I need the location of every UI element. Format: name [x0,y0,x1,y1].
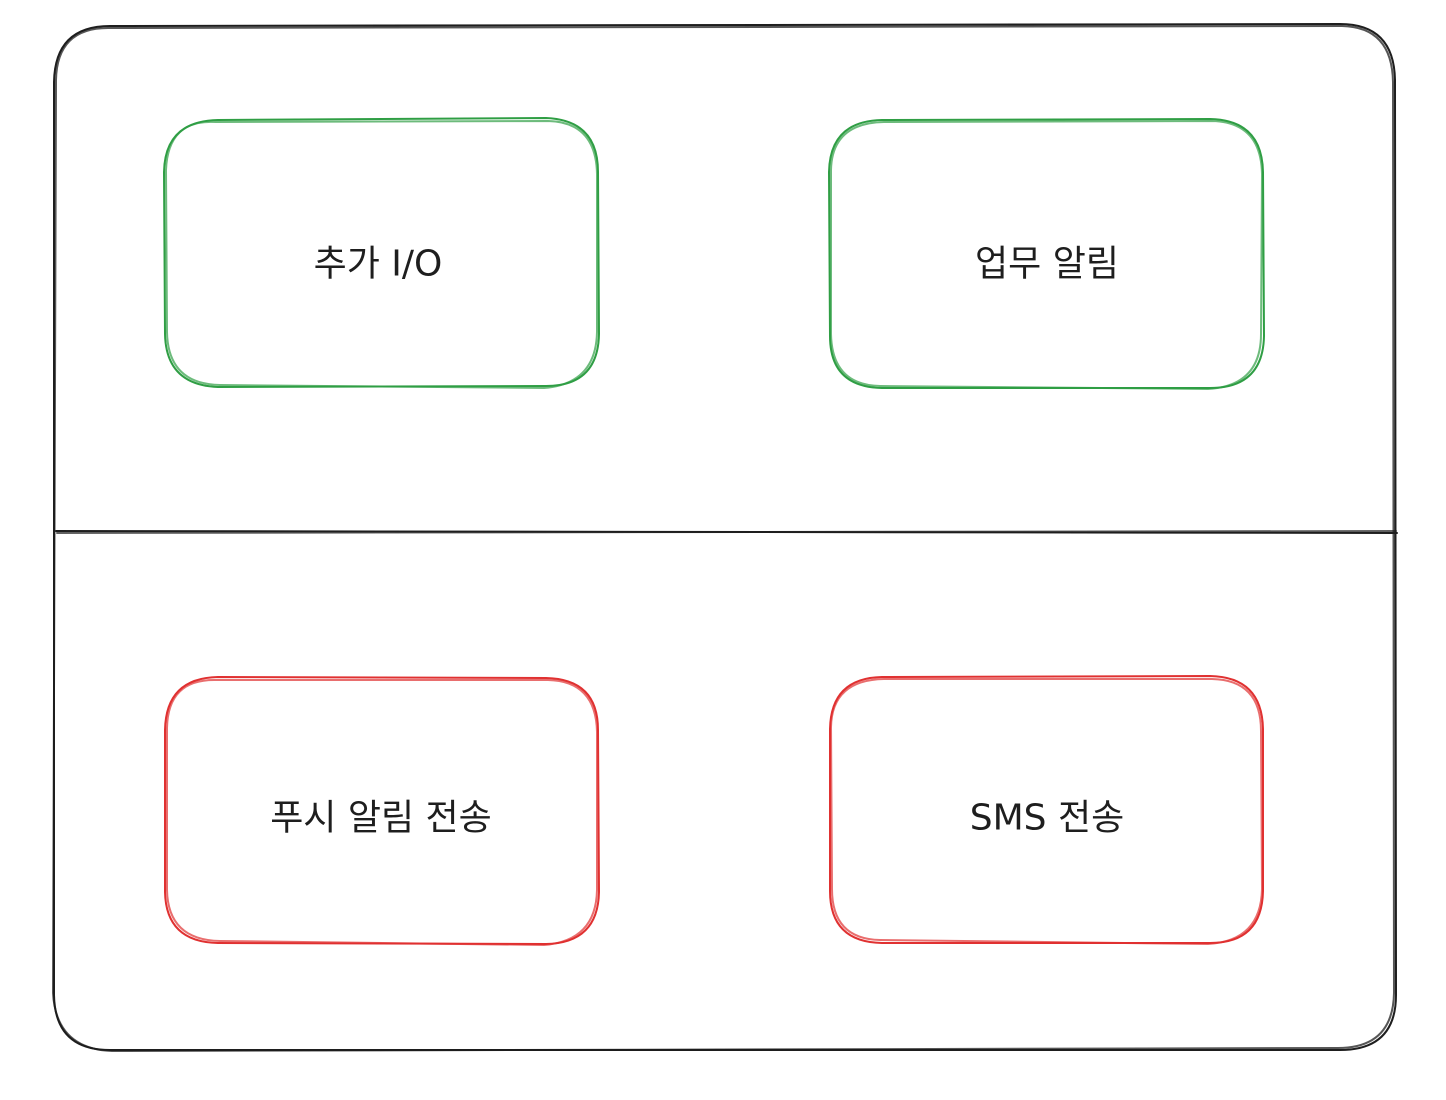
horizontal-divider [55,530,1398,534]
box-additional-io-label: 추가 I/O [314,244,443,285]
outer-frame [52,23,1397,1052]
box-sms-label: SMS 전송 [970,798,1124,839]
box-push-notification[interactable]: 푸시 알림 전송 [164,676,600,946]
box-sms[interactable]: SMS 전송 [829,675,1264,945]
box-work-notification[interactable]: 업무 알림 [828,118,1265,390]
box-work-notification-label: 업무 알림 [975,244,1119,285]
box-additional-io[interactable]: 추가 I/O [163,117,600,389]
box-push-notification-label: 푸시 알림 전송 [270,798,492,839]
